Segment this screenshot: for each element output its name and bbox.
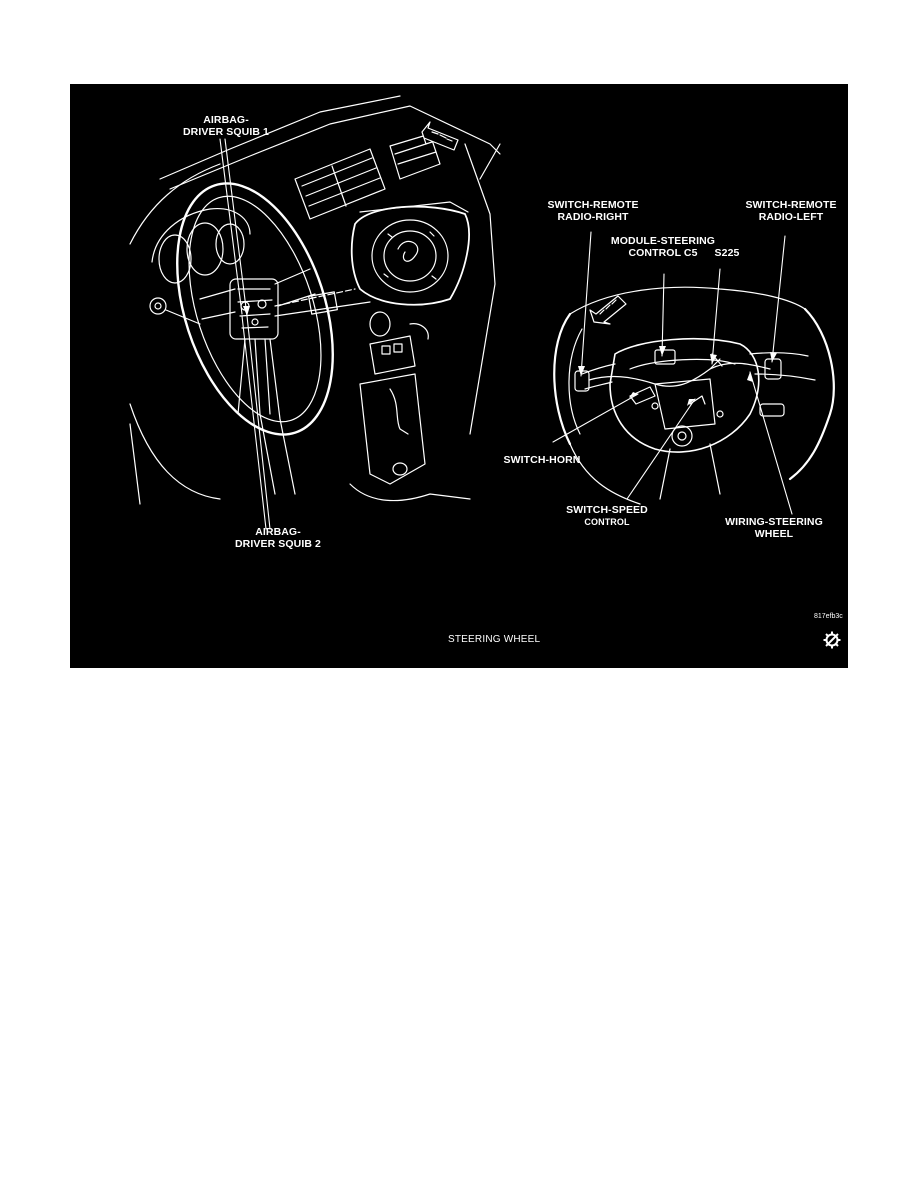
fwd-arrow-icon <box>421 121 459 151</box>
diagram-linework <box>129 95 835 530</box>
label-switch-speed: SWITCH-SPEED <box>566 504 648 516</box>
label-switch-remote-radio-right: SWITCH-REMOTE RADIO-RIGHT <box>547 199 639 223</box>
label-s225: S225 <box>714 247 740 259</box>
label-switch-remote-radio-left: SWITCH-REMOTE RADIO-LEFT <box>745 199 837 223</box>
figure-title: STEERING WHEEL <box>448 634 541 645</box>
label-airbag-driver-squib-1: AIRBAG- DRIVER SQUIB 1 <box>183 114 269 138</box>
label-switch-horn: SWITCH-HORN <box>503 454 581 466</box>
leader-lines <box>219 138 793 530</box>
label-wiring-steering-wheel: WIRING-STEERING WHEEL <box>725 516 823 540</box>
steering-wheel-figure: AIRBAG- DRIVER SQUIB 1 AIRBAG- DRIVER SQ… <box>70 84 848 668</box>
gear-icon <box>823 631 841 649</box>
label-module-steering-control-c5: MODULE-STEERING CONTROL C5 <box>610 235 716 259</box>
dashboard-illustration <box>129 95 501 505</box>
label-control: CONTROL <box>584 517 630 527</box>
steering-wheel-rear-illustration <box>553 286 835 505</box>
label-airbag-driver-squib-2: AIRBAG- DRIVER SQUIB 2 <box>235 526 321 550</box>
fwd-arrow-icon <box>589 295 627 325</box>
figure-code: 817efb3c <box>814 613 843 620</box>
